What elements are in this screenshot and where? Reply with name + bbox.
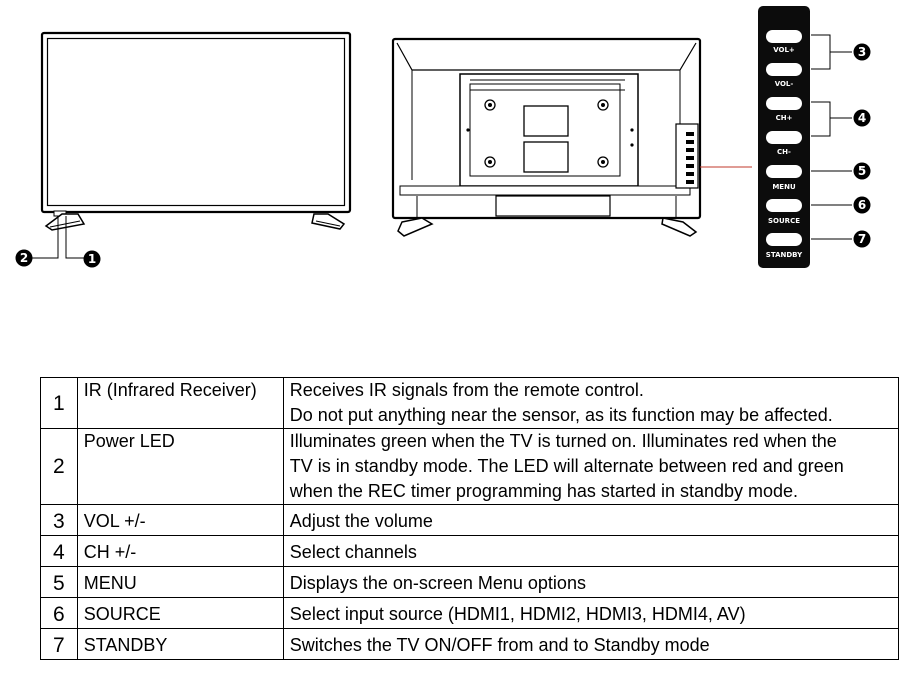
callout-badge-5: 5 <box>853 162 871 180</box>
row-name: Power LED <box>76 428 284 505</box>
callout-number: 7 <box>858 232 866 246</box>
row-number: 7 <box>40 628 78 660</box>
table-row: 1 IR (Infrared Receiver) Receives IR sig… <box>40 377 900 429</box>
row-description: Receives IR signals from the remote cont… <box>282 377 900 429</box>
description-line: Select input source (HDMI1, HDMI2, HDMI3… <box>289 604 746 624</box>
standby-label: STANDBY <box>766 251 803 259</box>
callout-number: 4 <box>858 111 866 125</box>
vol-up-label: VOL+ <box>773 46 795 54</box>
description-line: Do not put anything near the sensor, as … <box>289 405 833 425</box>
menu-label: MENU <box>772 183 796 191</box>
description-line: TV is in standby mode. The LED will alte… <box>289 456 844 476</box>
rear-vent-slots <box>470 79 625 91</box>
row-description: Adjust the volume <box>282 504 900 536</box>
callout-number: 6 <box>858 198 866 212</box>
row-number: 3 <box>40 504 78 536</box>
row-name: CH +/- <box>76 535 284 567</box>
tv-rear-view <box>391 37 752 237</box>
description-line: Switches the TV ON/OFF from and to Stand… <box>289 635 710 655</box>
row-name: IR (Infrared Receiver) <box>76 377 284 429</box>
table-row: 2 Power LED Illuminates green when the T… <box>40 428 900 505</box>
description-line: Adjust the volume <box>289 511 433 531</box>
row-number: 4 <box>40 535 78 567</box>
source-label: SOURCE <box>768 217 800 225</box>
control-panel-buttons <box>766 30 802 246</box>
row-description: Switches the TV ON/OFF from and to Stand… <box>282 628 900 660</box>
callout-number: 2 <box>20 251 28 265</box>
row-name: SOURCE <box>76 597 284 629</box>
callout-leaders <box>811 34 852 240</box>
callout-number: 1 <box>88 252 96 266</box>
callout-badge-6: 6 <box>853 196 871 214</box>
row-number: 5 <box>40 566 78 598</box>
row-name: STANDBY <box>76 628 284 660</box>
callout-number: 3 <box>858 45 866 59</box>
table-row: 5 MENU Displays the on-screen Menu optio… <box>40 566 900 598</box>
row-description: Displays the on-screen Menu options <box>282 566 900 598</box>
rear-side-buttons <box>686 132 694 184</box>
callout-badge-3: 3 <box>853 43 871 61</box>
callout-badge-4: 4 <box>853 109 871 127</box>
table-row: 4 CH +/- Select channels <box>40 535 900 567</box>
row-number: 6 <box>40 597 78 629</box>
description-line: Select channels <box>289 542 417 562</box>
callout-badge-1: 1 <box>83 250 101 268</box>
tv-controls-diagram: VOL+ VOL- CH+ CH- MENU SOURCE STANDBY 1 … <box>15 6 871 268</box>
callout-badge-2: 2 <box>15 249 33 267</box>
description-line: when the REC timer programming has start… <box>289 481 799 501</box>
table-row: 7 STANDBY Switches the TV ON/OFF from an… <box>40 628 900 660</box>
description-line: Illuminates green when the TV is turned … <box>289 431 837 451</box>
row-description: Select input source (HDMI1, HDMI2, HDMI3… <box>282 597 900 629</box>
callout-badge-7: 7 <box>853 230 871 248</box>
controls-table: 1 IR (Infrared Receiver) Receives IR sig… <box>40 377 900 660</box>
row-name: VOL +/- <box>76 504 284 536</box>
description-line: Displays the on-screen Menu options <box>289 573 586 593</box>
row-number: 2 <box>40 428 78 505</box>
row-name: MENU <box>76 566 284 598</box>
description-line: Receives IR signals from the remote cont… <box>289 380 644 400</box>
callout-number: 5 <box>858 164 866 178</box>
tv-front-view <box>32 31 352 259</box>
ch-down-label: CH- <box>777 148 791 156</box>
row-number: 1 <box>40 377 78 429</box>
table-row: 3 VOL +/- Adjust the volume <box>40 504 900 536</box>
table-row: 6 SOURCE Select input source (HDMI1, HDM… <box>40 597 900 629</box>
row-description: Illuminates green when the TV is turned … <box>282 428 900 505</box>
vol-down-label: VOL- <box>775 80 794 88</box>
row-description: Select channels <box>282 535 900 567</box>
control-panel: VOL+ VOL- CH+ CH- MENU SOURCE STANDBY <box>758 6 810 268</box>
ch-up-label: CH+ <box>776 114 793 122</box>
